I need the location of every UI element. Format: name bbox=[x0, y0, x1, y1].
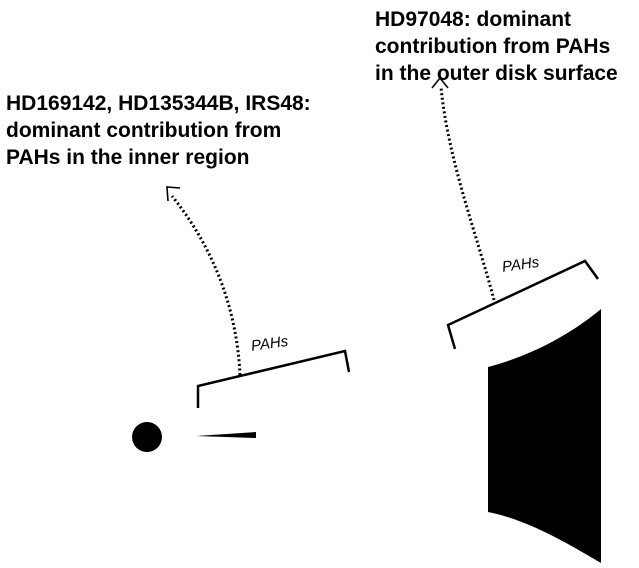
label-outer-line: HD97048: dominant bbox=[375, 8, 572, 31]
pahs-bracket-left bbox=[196, 349, 351, 408]
outer-disk bbox=[488, 309, 601, 563]
arrowhead-right bbox=[431, 76, 449, 89]
label-outer-line: contribution from PAHs bbox=[375, 35, 611, 58]
label-outer-line: in the outer disk surface bbox=[375, 62, 618, 85]
inner-disk bbox=[196, 432, 256, 438]
dotted-arrow-right bbox=[439, 86, 496, 301]
label-outer-disk: HD97048: dominant contribution from PAHs… bbox=[375, 6, 618, 87]
label-inner-line: HD169142, HD135344B, IRS48: bbox=[6, 92, 311, 115]
label-inner-line: dominant contribution from bbox=[6, 119, 282, 142]
pahs-bracket-right bbox=[446, 259, 600, 350]
star bbox=[132, 422, 162, 452]
arrowhead-left bbox=[166, 186, 181, 202]
label-inner-region: HD169142, HD135344B, IRS48: dominant con… bbox=[6, 90, 311, 171]
label-inner-line: PAHs in the inner region bbox=[6, 146, 250, 169]
dotted-arrow-left bbox=[170, 195, 242, 376]
